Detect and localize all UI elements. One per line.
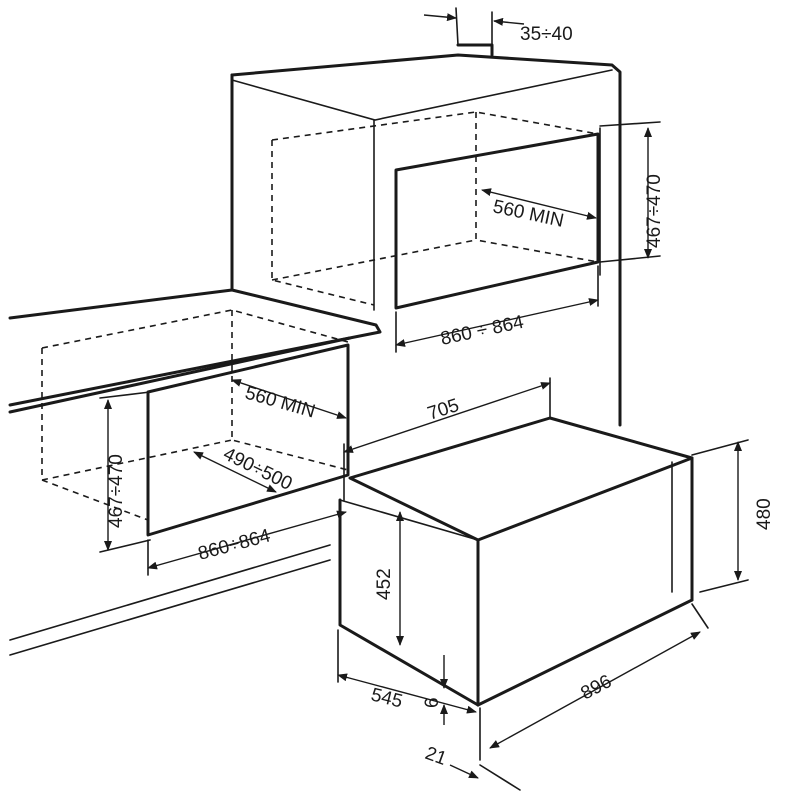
- label-front-panel-gap: 6: [422, 697, 443, 708]
- worktop: [8, 288, 382, 656]
- label-oven-side-depth: 545: [369, 684, 405, 712]
- label-wall-recess-depth: 35÷40: [520, 24, 573, 45]
- upper-recess: [271, 111, 600, 310]
- label-upper-width: 860 ÷ 864: [439, 312, 526, 350]
- label-oven-depth: 705: [425, 395, 462, 425]
- label-oven-body-height: 452: [374, 568, 395, 600]
- label-oven-width: 896: [577, 671, 615, 704]
- label-upper-height: 467÷470: [644, 174, 665, 248]
- lower-recess: [41, 309, 350, 537]
- dimension-labels: 35÷40 560 MIN 467÷470 860 ÷ 864 560 MIN …: [106, 24, 775, 770]
- label-lower-cutout: 490÷500: [220, 444, 296, 495]
- label-lower-width: 860÷864: [196, 525, 273, 565]
- label-front-panel-thickness: 21: [422, 743, 449, 770]
- dimension-lines: [99, 7, 749, 791]
- label-oven-height: 480: [754, 498, 775, 530]
- label-lower-depth-min: 560 MIN: [243, 383, 318, 423]
- column-cabinet: [230, 43, 622, 427]
- label-lower-height: 467÷470: [106, 454, 127, 528]
- oven-appliance: [338, 416, 694, 707]
